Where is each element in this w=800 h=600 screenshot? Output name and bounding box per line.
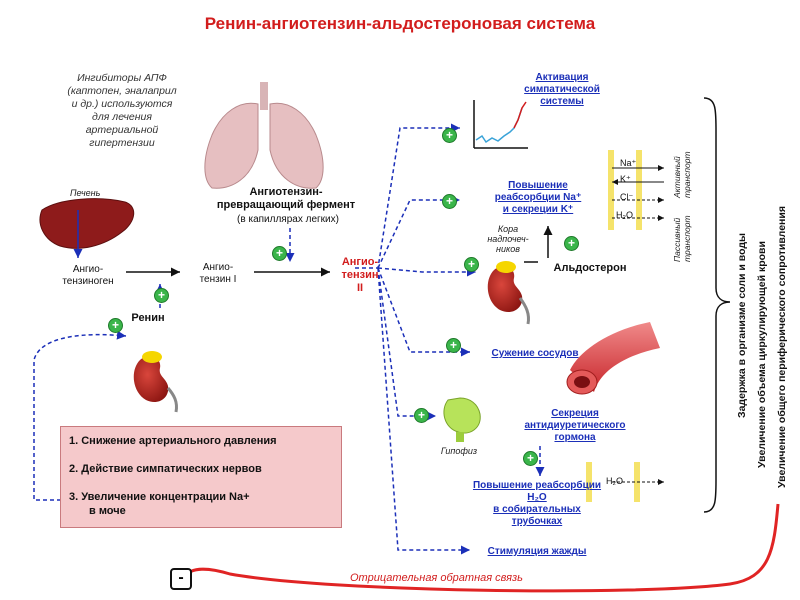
arrow-na	[377, 195, 460, 269]
effect-line: Повышение реабсорбции	[472, 480, 602, 491]
plus-icon: +	[442, 194, 457, 209]
label-line: II	[356, 282, 364, 294]
label-line: Ангио-	[72, 264, 104, 275]
angiotensin1-label: Ангио- тензин I	[188, 262, 248, 286]
ion-cl: Cl⁻	[620, 192, 634, 202]
page-title: Ренин-ангиотензин-альдостероновая систем…	[204, 14, 596, 33]
plus-icon: +	[108, 318, 123, 333]
effect-line: системы	[540, 96, 584, 107]
activity-graph-icon	[473, 100, 528, 149]
plus-icon: +	[154, 288, 169, 303]
effect-line: антидиуретического	[524, 420, 626, 431]
active-transport-label: Активный транспорт	[672, 151, 692, 198]
feedback-label: Отрицательная обратная связь	[350, 572, 523, 584]
plus-icon: +	[464, 257, 479, 272]
outcome-blood-volume: Увеличение объема циркулирующей крови	[756, 241, 768, 468]
note-line: и др.) используются	[71, 98, 173, 110]
pituitary-label: Гипофиз	[440, 446, 478, 456]
effect-na-reabsorption: Повышение реабсорбции Na⁺ и секреции K⁺	[478, 180, 598, 216]
plus-icon: +	[442, 128, 457, 143]
label-line: Активный	[672, 156, 682, 198]
negative-sign: -	[170, 568, 192, 590]
label-line: превращающий фермент	[216, 199, 356, 211]
liver-icon	[39, 198, 135, 249]
angiotensin2-label: Ангио- тензин II	[330, 256, 390, 295]
plus-icon: +	[523, 451, 538, 466]
note-line: артериальной	[85, 124, 159, 136]
plus-icon: +	[414, 408, 429, 423]
effect-line: Активация	[535, 72, 589, 83]
adrenal-kidney-icon	[487, 261, 530, 325]
label-line: Кора	[497, 224, 519, 234]
label-line: транспорт	[682, 215, 692, 262]
arrow-sympathetic	[355, 123, 460, 269]
arrow-pituitary	[377, 267, 436, 421]
trigger-item: в моче	[89, 505, 126, 517]
label-line: тензин I	[199, 274, 237, 285]
renin-label: Ренин	[131, 312, 165, 324]
aldosterone-label: Альдостерон	[553, 262, 627, 274]
effect-line: Секреция	[551, 408, 599, 419]
note-line: Ингибиторы АПФ	[77, 72, 167, 84]
trigger-item: 3. Увеличение концентрации Na+	[69, 491, 250, 503]
lungs-icon	[204, 82, 324, 189]
label-line: Ангио-	[341, 256, 379, 268]
label-line: Пассивный	[672, 217, 682, 262]
ion-k: K⁺	[620, 174, 631, 184]
label-line: тензин	[341, 269, 379, 281]
membrane-water-icon	[586, 462, 664, 502]
arrow-thirst	[377, 267, 470, 555]
effect-vasoconstriction: Сужение сосудов	[491, 348, 579, 359]
effect-line: в собирательных	[493, 504, 581, 515]
effect-thirst: Стимуляция жажды	[487, 546, 587, 557]
effect-line: и секреции K⁺	[502, 204, 574, 215]
effect-line: гормона	[554, 432, 596, 443]
trigger-item: 1. Снижение артериального давления	[69, 435, 277, 447]
effect-line: трубочках	[511, 516, 563, 527]
triggers-box: 1. Снижение артериального давления 2. Де…	[60, 426, 342, 528]
pituitary-icon	[443, 397, 481, 442]
passive-transport-label: Пассивный транспорт	[672, 215, 692, 262]
outcome-resistance: Увеличение общего периферического сопрот…	[776, 206, 788, 488]
liver-label: Печень	[70, 188, 101, 198]
ion-water: H₂O	[616, 210, 633, 220]
note-line: гипертензии	[89, 137, 155, 149]
angiotensinogen-label: Ангио- тензиноген	[48, 264, 128, 288]
membrane-icon	[608, 150, 664, 230]
note-line: для лечения	[92, 111, 152, 123]
ace-location: (в капиллярах легких)	[237, 214, 339, 225]
plus-icon: +	[446, 338, 461, 353]
ion-na: Na⁺	[620, 158, 637, 168]
label-line: Ангиотензин-	[249, 186, 323, 198]
trigger-arrow	[33, 330, 127, 501]
trigger-item: 2. Действие симпатических нервов	[69, 463, 262, 475]
note-line: (каптопен, эналаприл	[67, 85, 177, 97]
plus-icon: +	[564, 236, 579, 251]
ion-water-2: H₂O	[606, 476, 623, 486]
label-line: Ангио-	[202, 262, 234, 273]
adrenal-cortex-label: Кора надпочеч- ников	[478, 224, 538, 254]
effect-adh: Секреция антидиуретического гормона	[510, 408, 640, 444]
effect-line: реабсорбции Na⁺	[494, 192, 582, 203]
kidney-icon	[133, 351, 178, 413]
outcome-brace	[703, 97, 731, 513]
effect-line: H₂O	[527, 492, 547, 503]
effect-water-reabsorption: Повышение реабсорбции H₂O в собирательны…	[462, 480, 612, 528]
ace-label: Ангиотензин- превращающий фермент	[198, 186, 374, 212]
outcome-salt-water: Задержка в организме соли и воды	[736, 233, 748, 418]
label-line: ников	[496, 244, 520, 254]
label-line: тензиноген	[62, 276, 114, 287]
effect-line: симпатической	[524, 84, 600, 95]
feedback-line	[182, 503, 780, 593]
blood-vessel-icon	[566, 322, 660, 395]
label-line: транспорт	[682, 151, 692, 198]
effect-sympathetic: Активация симпатической системы	[512, 72, 612, 108]
label-line: надпочеч-	[487, 234, 529, 244]
plus-icon: +	[272, 246, 287, 261]
ace-inhibitors-note: Ингибиторы АПФ (каптопен, эналаприл и др…	[52, 72, 192, 150]
arrow-adrenal-cortex	[377, 267, 476, 277]
effect-line: Повышение	[508, 180, 568, 191]
